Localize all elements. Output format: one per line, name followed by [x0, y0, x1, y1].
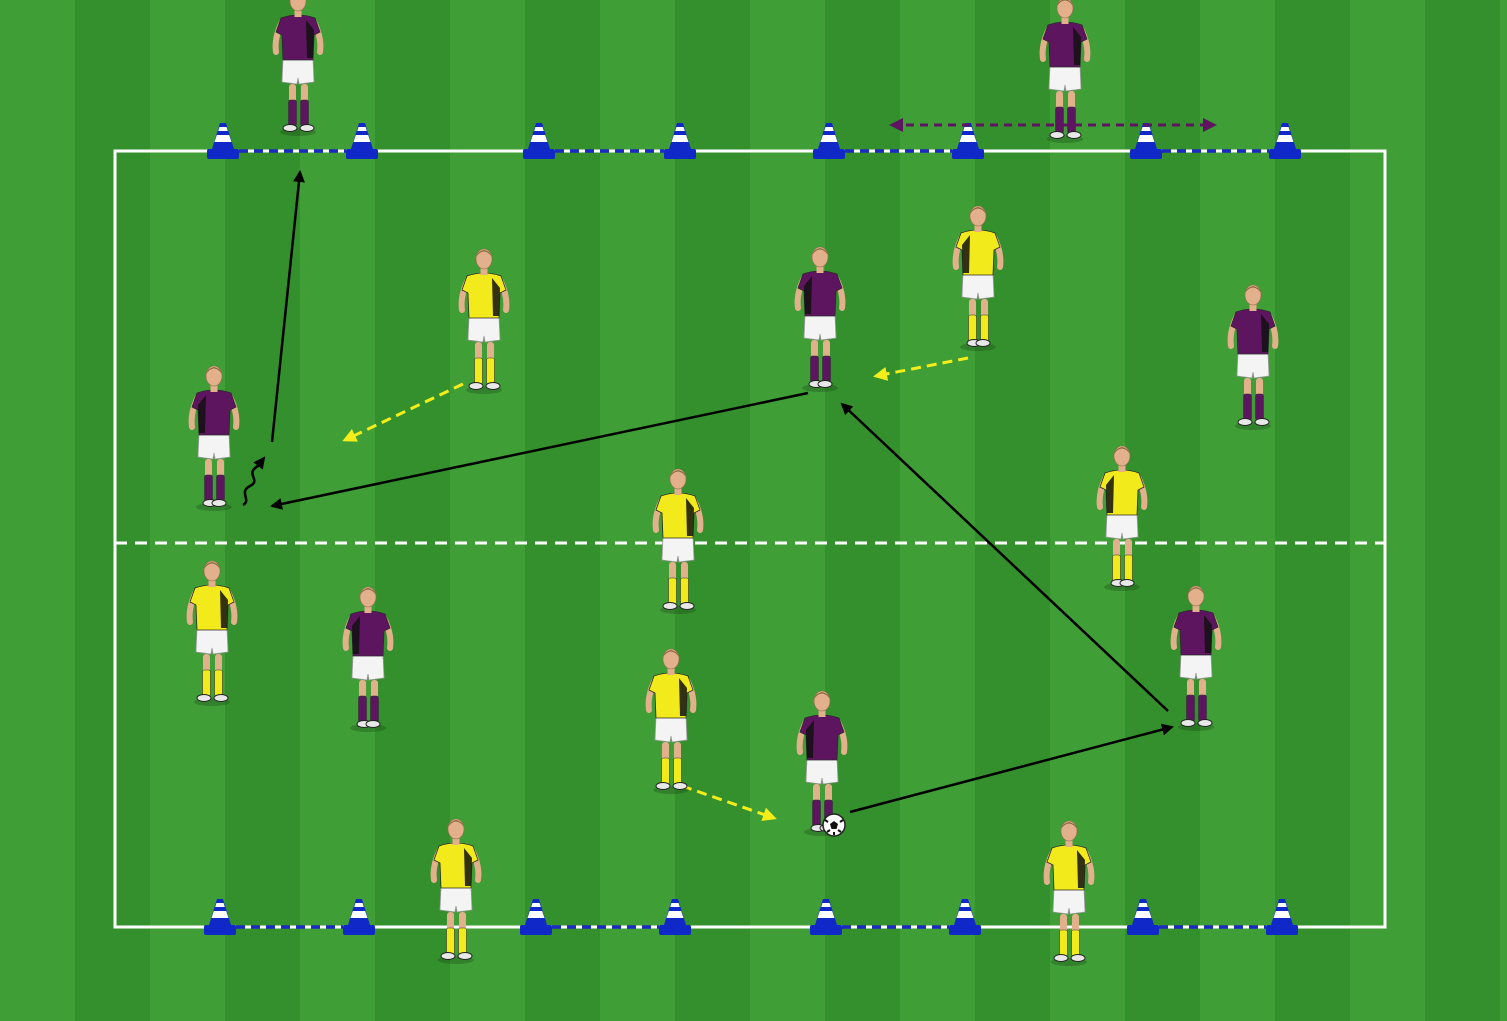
purple-player-icon [342, 586, 394, 732]
grass-stripe [1275, 0, 1350, 1021]
yellow-player-icon [1043, 820, 1095, 966]
grass-stripe [975, 0, 1050, 1021]
grass-stripe [825, 0, 900, 1021]
grass-stripe [750, 0, 825, 1021]
training-cone-icon [523, 123, 555, 159]
pitch-boundary [113, 149, 1387, 929]
run-arrow [342, 382, 464, 442]
pass-arrow [849, 723, 1174, 814]
purple-player-icon [272, 0, 324, 136]
players [186, 0, 1279, 966]
yellow-player-icon [458, 248, 510, 394]
yellow-player-icon [430, 818, 482, 964]
training-cone-icon [664, 123, 696, 159]
training-cone-icon [343, 899, 375, 935]
training-cone-icon [1130, 123, 1162, 159]
training-cone-icon [813, 123, 845, 159]
grass-stripe [1350, 0, 1425, 1021]
training-cone-icon [1127, 899, 1159, 935]
cones [204, 123, 1301, 935]
purple-player-icon [1227, 284, 1279, 430]
yellow-player-icon [645, 648, 697, 794]
grass-stripe [1425, 0, 1500, 1021]
grass-stripe [150, 0, 225, 1021]
purple-player-icon [1039, 0, 1091, 143]
grass-stripe [0, 0, 75, 1021]
grass-stripe [75, 0, 150, 1021]
grass-stripe [900, 0, 975, 1021]
training-cone-icon [949, 899, 981, 935]
purple-player-icon [1170, 585, 1222, 731]
yellow-player-icon [652, 468, 704, 614]
yellow-player-icon [952, 205, 1004, 351]
training-cone-icon [520, 899, 552, 935]
training-cone-icon [1269, 123, 1301, 159]
training-cone-icon [659, 899, 691, 935]
pass-arrow [270, 170, 305, 443]
purple-player-icon [794, 246, 846, 392]
purple-player-icon [188, 365, 240, 511]
yellow-player-icon [1096, 445, 1148, 591]
soccer-ball-icon [822, 813, 846, 837]
yellow-player-icon [186, 560, 238, 706]
training-cone-icon [204, 899, 236, 935]
grass-stripe [525, 0, 600, 1021]
run-arrow [681, 784, 777, 821]
grass-stripe [300, 0, 375, 1021]
goal-gates [236, 149, 1269, 929]
grass-stripe [1200, 0, 1275, 1021]
pass-arrow [270, 391, 809, 510]
training-cone-icon [207, 123, 239, 159]
pass-arrow [840, 402, 1169, 712]
grass-stripe [1500, 0, 1507, 1021]
training-cone-icon [1266, 899, 1298, 935]
grass-stripe [375, 0, 450, 1021]
dribble-arrow [242, 456, 266, 507]
training-cone-icon [810, 899, 842, 935]
pitch-markings [113, 149, 1387, 929]
arrows [242, 118, 1217, 821]
grass-stripe [225, 0, 300, 1021]
training-cone-icon [346, 123, 378, 159]
